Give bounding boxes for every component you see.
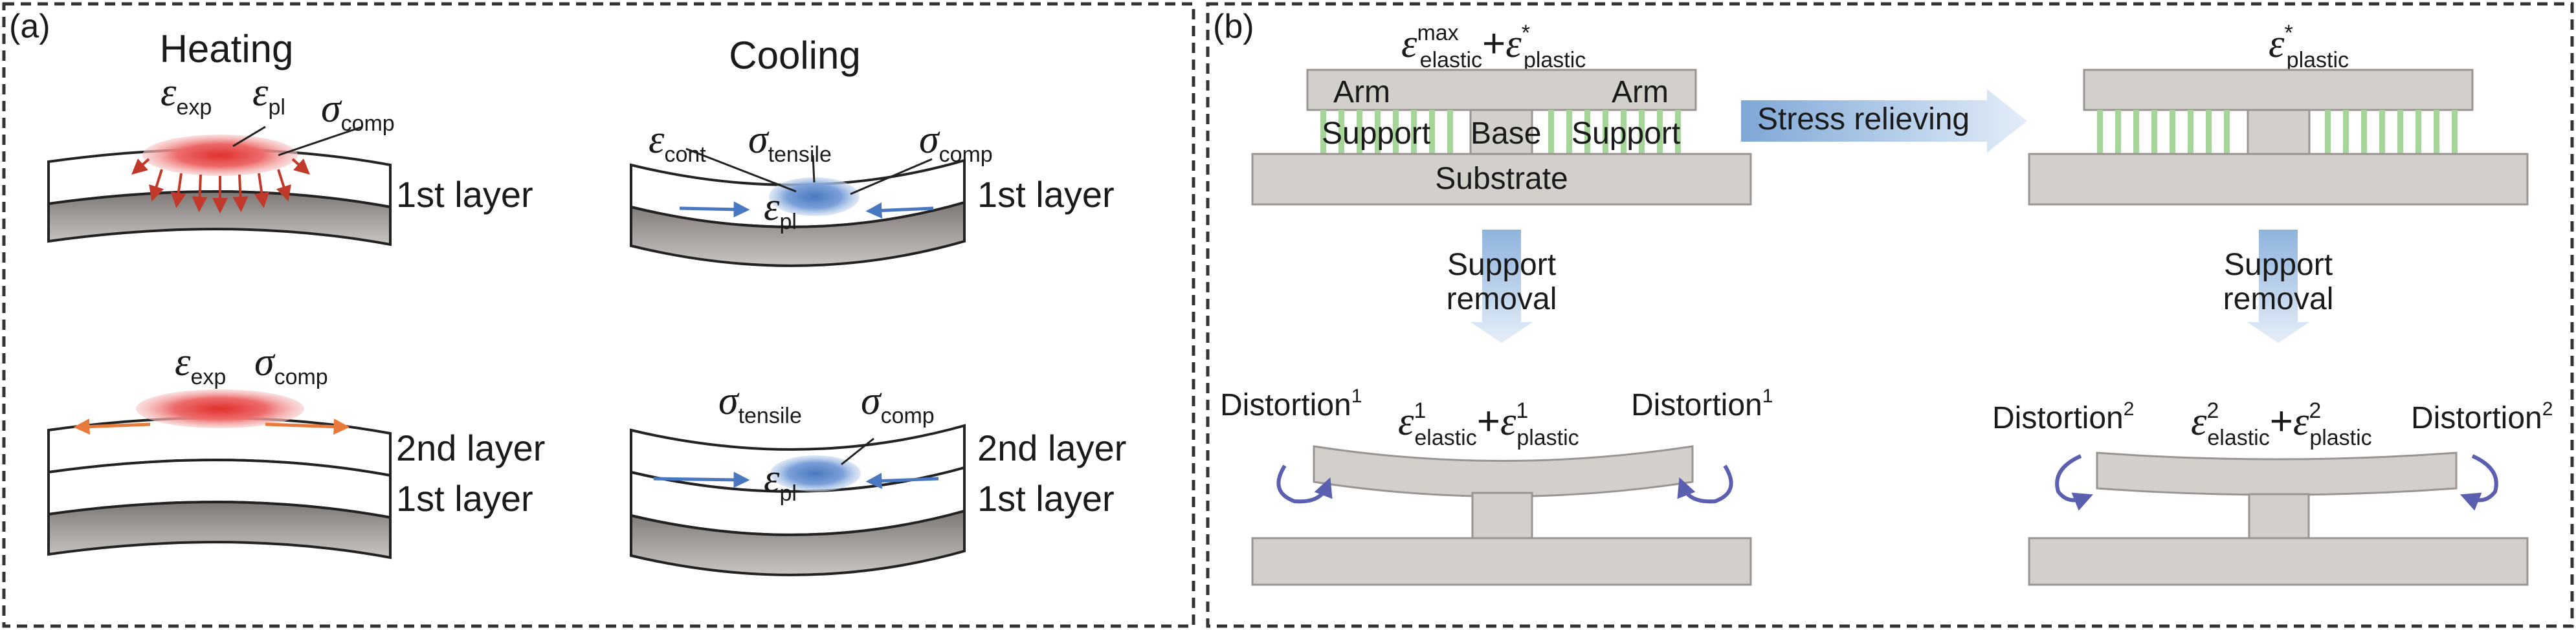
cooling-bottom-sigma-tensile: σtensile bbox=[718, 379, 802, 428]
heating-top-eps-pl: εpl bbox=[252, 71, 285, 120]
left-bottom-structure bbox=[1251, 445, 1752, 586]
substrate-plate bbox=[1251, 537, 1752, 586]
distorted-arm bbox=[2096, 451, 2458, 496]
support-bars-right bbox=[2325, 110, 2458, 154]
base-pillar bbox=[1471, 492, 1533, 539]
cooling-bottom-block bbox=[630, 424, 966, 576]
cooling-pool bbox=[770, 455, 861, 492]
heating-bottom-layer-bottom: 1st layer bbox=[396, 478, 533, 519]
support-bars-left bbox=[1320, 110, 1453, 154]
melt-pool bbox=[142, 135, 298, 176]
heating-title: Heating bbox=[160, 27, 294, 71]
support-bars-left bbox=[2097, 110, 2230, 154]
panel-a-label: (a) bbox=[9, 8, 50, 45]
stress-relieving-label: Stress relieving bbox=[1757, 102, 1970, 136]
heating-bottom-eps-exp: εexp bbox=[175, 340, 226, 389]
orange-arrow-left bbox=[73, 418, 151, 435]
substrate-label: Substrate bbox=[1435, 162, 1568, 196]
arm-label-right: Arm bbox=[1612, 75, 1669, 109]
support-removal-left-line1: Support bbox=[1447, 248, 1556, 282]
right-bottom-distortion-left: Distortion2 bbox=[1992, 398, 2134, 435]
distorted-arm bbox=[1313, 445, 1694, 497]
support-removal-arrow-left bbox=[1471, 230, 1533, 343]
support-removal-left-line2: removal bbox=[1447, 282, 1557, 316]
curl-arrow-icon bbox=[1276, 464, 1333, 504]
panel-a-frame bbox=[2, 2, 1195, 628]
panel-b-frame bbox=[1206, 2, 2574, 628]
leader-line bbox=[278, 125, 363, 157]
substrate-plate bbox=[2028, 537, 2529, 586]
left-bottom-distortion-right: Distortion1 bbox=[1631, 386, 1773, 422]
blue-arrow-right bbox=[865, 202, 934, 219]
substrate-plate bbox=[2028, 153, 2529, 206]
leader-line bbox=[841, 437, 874, 466]
support-label-left: Support bbox=[1322, 116, 1430, 151]
heating-bottom-layer-top: 2nd layer bbox=[396, 428, 545, 468]
heating-top-sigma-comp: σcomp bbox=[321, 87, 395, 136]
substrate-plate bbox=[1251, 153, 1752, 206]
cooling-bottom-layer-bottom: 1st layer bbox=[977, 478, 1115, 519]
left-top-structure bbox=[1251, 69, 1752, 206]
curl-arrow-icon bbox=[2460, 454, 2498, 511]
leader-line bbox=[232, 125, 266, 147]
base-pillar bbox=[2248, 493, 2310, 539]
stress-relieving-arrow bbox=[1741, 89, 2027, 153]
cooling-bottom-layer-top: 2nd layer bbox=[977, 428, 1126, 468]
heating-top-block bbox=[47, 125, 392, 246]
cooling-bottom-eps-pl: εpl bbox=[764, 457, 797, 506]
heating-bottom-sigma-comp: σcomp bbox=[254, 340, 328, 389]
cooling-top-eps-pl: εpl bbox=[764, 185, 797, 234]
blue-arrow-right bbox=[865, 473, 939, 489]
base-pillar bbox=[2247, 109, 2311, 155]
orange-arrow-right bbox=[265, 418, 350, 435]
blue-arrow-left bbox=[679, 201, 750, 218]
right-top-structure bbox=[2028, 69, 2529, 206]
support-label-right: Support bbox=[1571, 116, 1680, 151]
support-removal-right-line2: removal bbox=[2223, 282, 2334, 316]
base-pillar bbox=[1469, 109, 1533, 155]
panel-b-label: (b) bbox=[1213, 8, 1254, 45]
arm-plate bbox=[1306, 69, 1697, 111]
cooling-top-sigma-comp: σcomp bbox=[919, 118, 993, 167]
support-bars-right bbox=[1548, 110, 1681, 154]
cooling-title: Cooling bbox=[729, 34, 860, 77]
arm-plate bbox=[2083, 69, 2474, 111]
support-removal-right-line1: Support bbox=[2224, 248, 2333, 282]
right-bottom-distortion-right: Distortion2 bbox=[2411, 398, 2553, 435]
leader-line bbox=[685, 147, 797, 193]
heating-bottom-block bbox=[47, 389, 392, 559]
cooling-top-eps-cont: εcont bbox=[649, 118, 706, 167]
base-label: Base bbox=[1471, 116, 1541, 151]
curl-arrow-icon bbox=[2055, 454, 2093, 511]
leader-line bbox=[812, 155, 816, 183]
arm-label-left: Arm bbox=[1333, 75, 1390, 109]
expansion-arrows bbox=[131, 158, 310, 213]
blue-arrow-left bbox=[653, 472, 750, 488]
heating-top-layer-label: 1st layer bbox=[396, 174, 533, 215]
cooling-top-layer-label: 1st layer bbox=[977, 174, 1115, 215]
curl-arrow-icon bbox=[1677, 464, 1733, 504]
right-top-formula: ε*plastic bbox=[2269, 21, 2349, 72]
melt-pool bbox=[136, 389, 304, 428]
cooling-top-block bbox=[630, 147, 966, 267]
cooling-pool bbox=[769, 177, 860, 216]
support-removal-arrow-right bbox=[2247, 230, 2309, 343]
right-bottom-structure bbox=[2028, 451, 2529, 586]
left-bottom-distortion-left: Distortion1 bbox=[1220, 386, 1362, 422]
cooling-top-sigma-tensile: σtensile bbox=[748, 118, 832, 167]
heating-top-eps-exp: εexp bbox=[161, 71, 212, 120]
leader-line bbox=[850, 158, 933, 195]
cooling-bottom-sigma-comp: σcomp bbox=[861, 379, 935, 428]
